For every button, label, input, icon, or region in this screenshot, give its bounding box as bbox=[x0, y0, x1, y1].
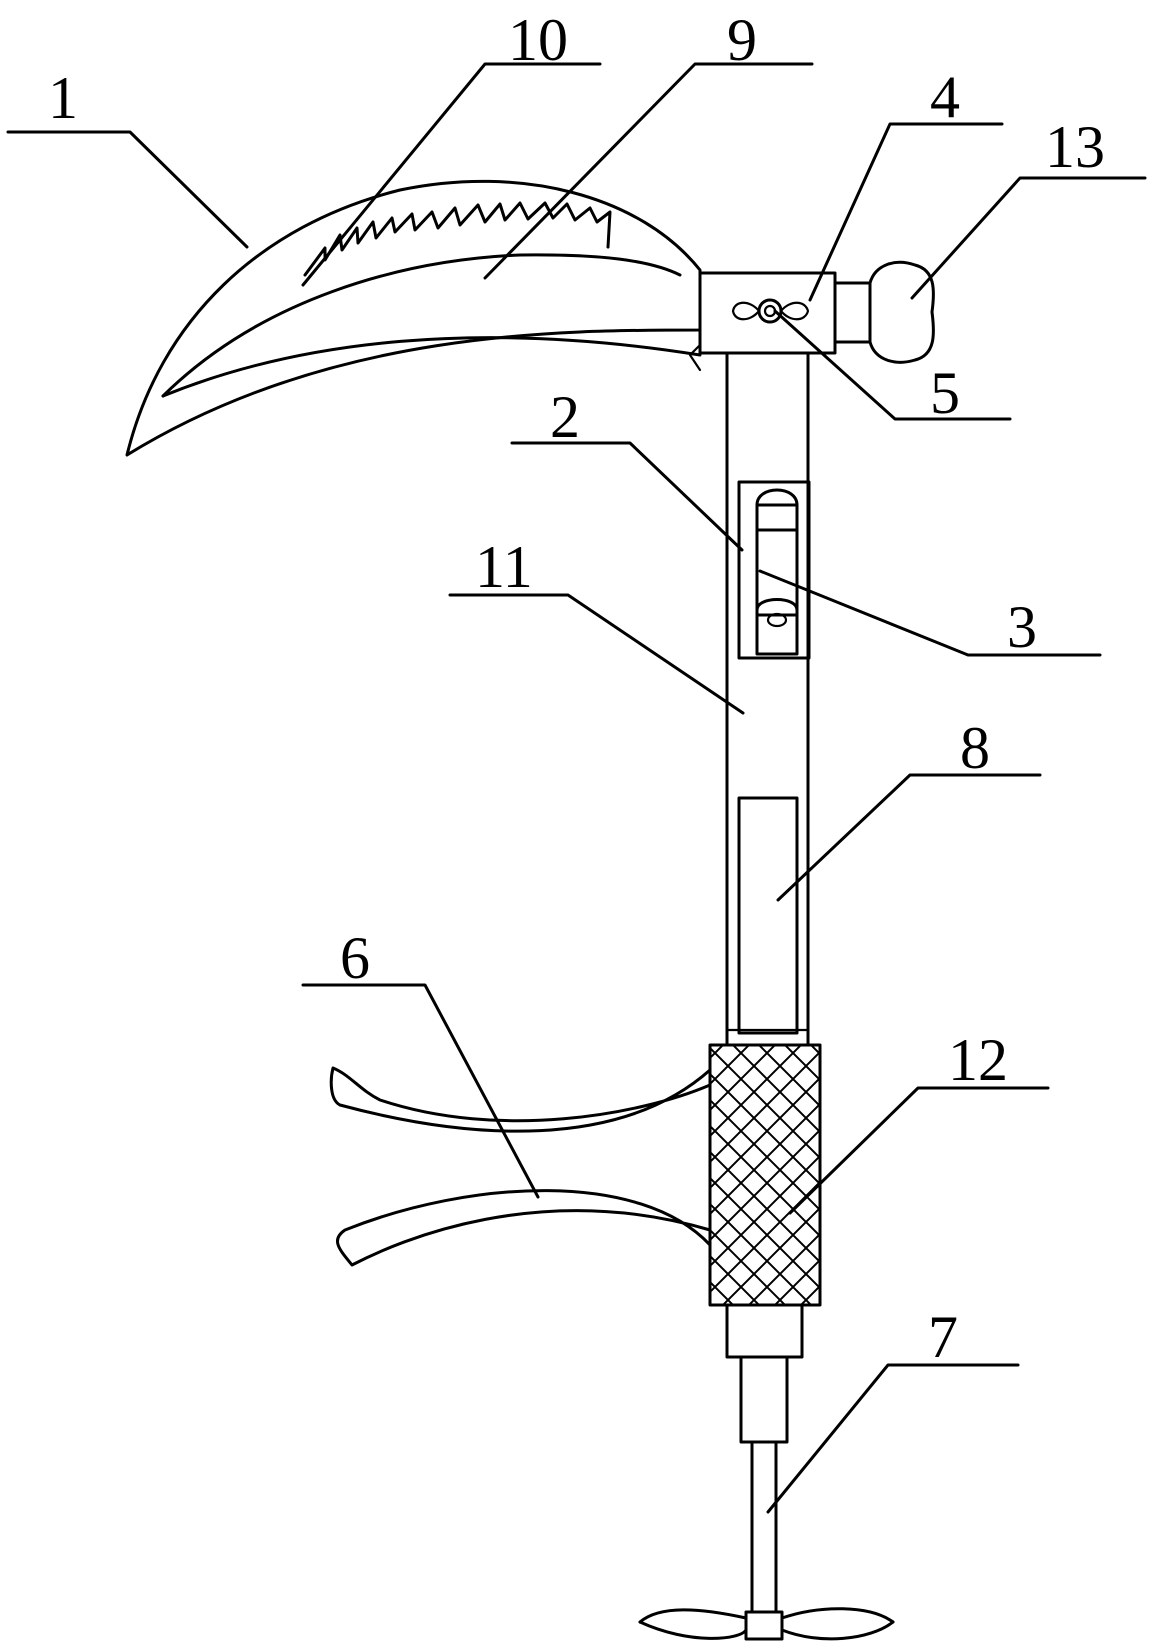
part-labels: 1 10 9 4 13 5 2 3 11 8 6 12 7 bbox=[48, 7, 1105, 1370]
label-8: 8 bbox=[960, 715, 990, 781]
slide-lock-window bbox=[739, 482, 809, 658]
label-1: 1 bbox=[48, 65, 78, 131]
serrated-teeth bbox=[305, 203, 610, 275]
label-9: 9 bbox=[727, 7, 757, 73]
end-knob bbox=[835, 262, 933, 362]
label-3: 3 bbox=[1007, 594, 1037, 660]
label-6: 6 bbox=[340, 925, 370, 991]
lower-shaft bbox=[727, 1305, 802, 1612]
label-11: 11 bbox=[475, 534, 533, 600]
leader-lines bbox=[8, 64, 1145, 1512]
label-2: 2 bbox=[550, 384, 580, 450]
wing-bolt bbox=[733, 300, 808, 322]
base-plate bbox=[640, 1609, 893, 1639]
label-7: 7 bbox=[928, 1304, 958, 1370]
label-4: 4 bbox=[930, 64, 960, 130]
clamp-block bbox=[700, 273, 835, 353]
label-10: 10 bbox=[508, 7, 568, 73]
label-13: 13 bbox=[1045, 114, 1105, 180]
knurled-grip bbox=[710, 1045, 820, 1305]
label-12: 12 bbox=[948, 1027, 1008, 1093]
label-5: 5 bbox=[930, 360, 960, 426]
storage-slot bbox=[739, 798, 797, 1033]
